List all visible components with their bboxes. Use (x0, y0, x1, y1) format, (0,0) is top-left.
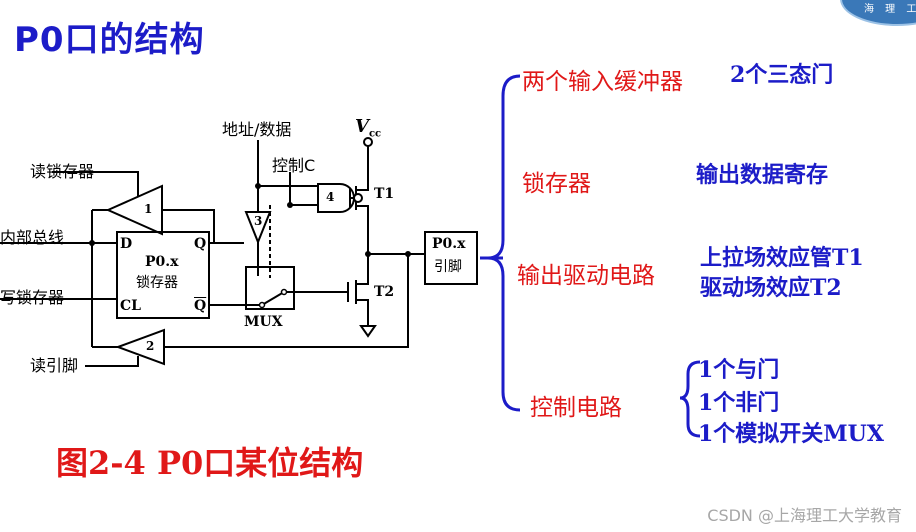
page-title: P0口的结构 (14, 20, 205, 60)
read-latch-buffer (105, 184, 163, 236)
read-latch-label: 读锁存器 (30, 162, 95, 181)
category-input-buffers: 两个输入缓冲器 (522, 69, 683, 95)
category-latch: 锁存器 (522, 171, 591, 197)
latch-cl-label: CL (120, 298, 141, 314)
and-gate (317, 183, 355, 213)
desc-latch: 输出数据寄存 (696, 162, 829, 188)
desc-output-driver-t1: 上拉场效应管T1 (700, 245, 864, 271)
buffer2-number: 2 (146, 339, 155, 353)
control-label: 控制C (272, 156, 316, 175)
mux-label: MUX (244, 314, 283, 330)
latch-name-label: P0.x (145, 254, 179, 270)
write-latch-label: 写锁存器 (0, 288, 65, 307)
desc-control-mux: 1个模拟开关MUX (698, 421, 884, 447)
inverter-number: 3 (254, 214, 263, 228)
desc-control-and-gate: 1个与门 (698, 357, 780, 383)
latch-q-label: Q (194, 236, 207, 252)
address-data-label: 地址/数据 (222, 120, 292, 139)
latch-qbar-label: Q (194, 298, 207, 314)
latch-d-label: D (120, 236, 133, 252)
latch-sub-label: 锁存器 (136, 275, 178, 291)
desc-input-buffers: 2个三态门 (730, 62, 834, 88)
csdn-watermark: CSDN @上海理工大学教育 (707, 506, 902, 525)
read-pin-label: 读引脚 (30, 356, 79, 375)
structure-bracket (487, 74, 521, 412)
internal-bus-label: 内部总线 (0, 228, 65, 247)
vcc-label: Vcc (355, 116, 382, 140)
pin-name-label: P0.x (432, 236, 466, 252)
desc-control-not-gate: 1个非门 (698, 390, 780, 416)
buffer1-number: 1 (144, 202, 153, 216)
pin-sub-label: 引脚 (434, 259, 462, 275)
logo-text: 海 理 工 (864, 4, 916, 15)
mux-block (245, 266, 295, 310)
figure-caption: 图2-4 P0口某位结构 (56, 444, 364, 482)
category-control-circuit: 控制电路 (530, 395, 622, 421)
read-pin-buffer (115, 328, 165, 366)
category-output-driver: 输出驱动电路 (517, 263, 655, 289)
t1-label: T1 (374, 186, 395, 202)
and-gate-number: 4 (326, 190, 335, 204)
pin-block (424, 231, 478, 285)
t2-label: T2 (374, 284, 395, 300)
control-bracket (679, 360, 701, 438)
desc-output-driver-t2: 驱动场效应T2 (700, 275, 842, 301)
